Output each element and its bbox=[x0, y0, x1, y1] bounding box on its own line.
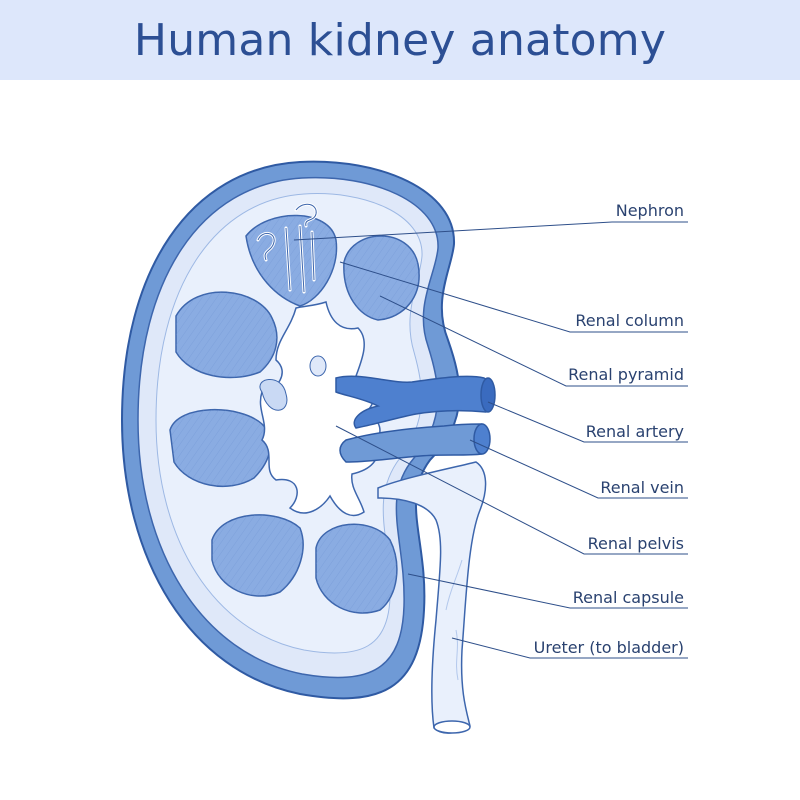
label-renal-artery: Renal artery bbox=[586, 422, 684, 441]
renal-vein-shape bbox=[339, 423, 491, 463]
renal-pyramids bbox=[169, 214, 420, 614]
leader-renal-pelvis bbox=[335, 425, 688, 555]
label-renal-pyramid: Renal pyramid bbox=[568, 365, 684, 384]
label-renal-pelvis: Renal pelvis bbox=[588, 534, 684, 553]
label-nephron: Nephron bbox=[616, 201, 684, 220]
pyramid-middle-left bbox=[170, 409, 271, 487]
pyramid-upper-left bbox=[176, 292, 277, 378]
diagram-title: Human kidney anatomy bbox=[133, 14, 667, 66]
leader-renal-capsule bbox=[407, 573, 688, 609]
nephron-outline bbox=[257, 203, 317, 293]
leader-renal-artery bbox=[487, 401, 688, 443]
leader-renal-column bbox=[339, 261, 688, 333]
ureter-shape bbox=[377, 461, 487, 734]
labels: Nephron Renal column Renal pyramid Renal… bbox=[534, 201, 684, 657]
renal-artery-shape bbox=[335, 375, 496, 429]
label-renal-column: Renal column bbox=[575, 311, 684, 330]
pyramid-top bbox=[246, 215, 337, 306]
leader-nephron bbox=[293, 221, 688, 241]
pyramid-lower-right bbox=[316, 524, 397, 614]
pyramid-upper-right bbox=[343, 236, 420, 320]
label-ureter: Ureter (to bladder) bbox=[534, 638, 684, 657]
leader-lines bbox=[293, 221, 688, 659]
title-banner: Human kidney anatomy bbox=[0, 0, 800, 80]
pyramid-lower-left bbox=[212, 514, 304, 597]
label-renal-capsule: Renal capsule bbox=[573, 588, 684, 607]
leader-renal-vein bbox=[469, 439, 688, 499]
leader-ureter bbox=[451, 637, 688, 659]
leader-renal-pyramid bbox=[379, 295, 688, 387]
label-renal-vein: Renal vein bbox=[600, 478, 684, 497]
